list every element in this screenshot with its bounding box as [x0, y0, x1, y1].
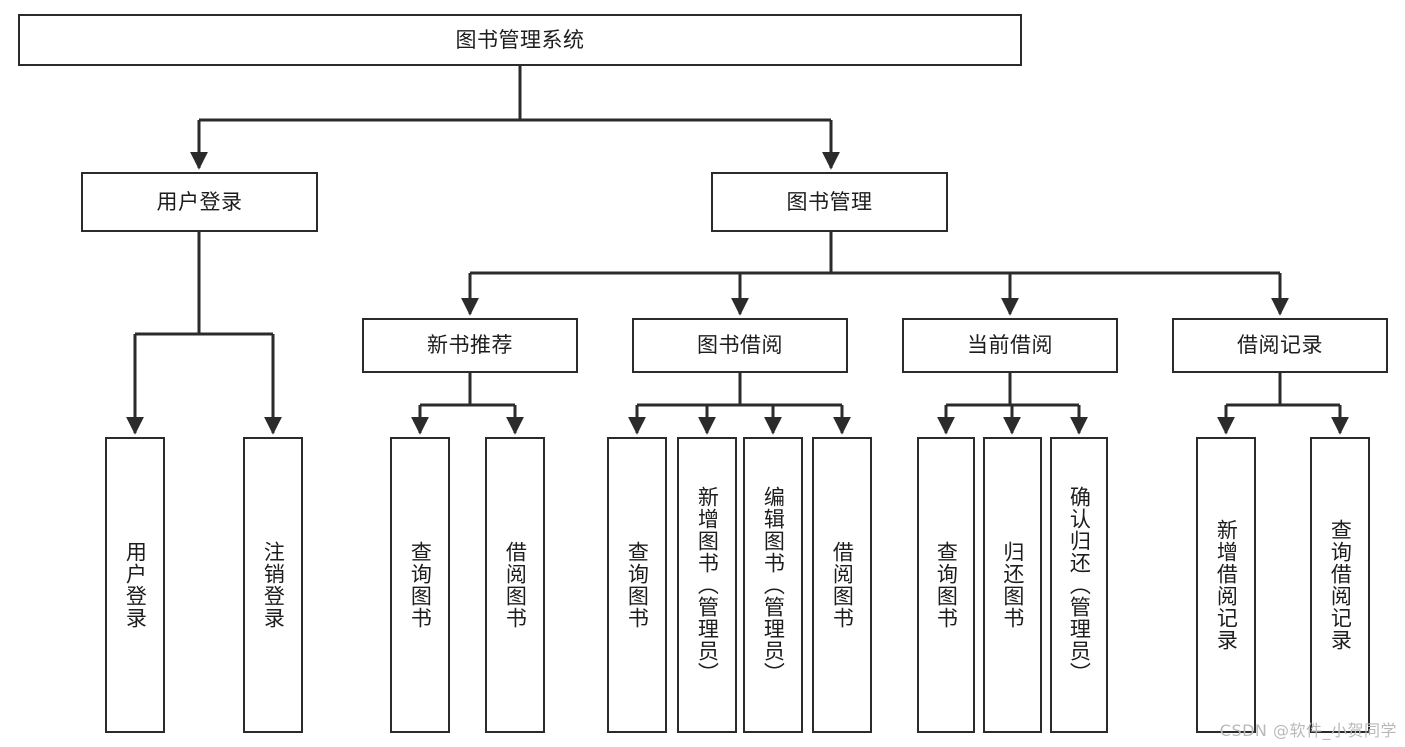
leaf-borrow-book-recommend[interactable]: 借阅图书: [485, 437, 545, 733]
node-root-label: 图书管理系统: [455, 27, 585, 52]
node-borrow-record[interactable]: 借阅记录: [1172, 318, 1388, 373]
leaf-edit-book-admin-label: 编辑图书（管理员）: [761, 486, 786, 684]
node-borrow-record-label: 借阅记录: [1237, 333, 1323, 358]
leaf-query-book-recommend[interactable]: 查询图书: [390, 437, 450, 733]
watermark: CSDN @软件_小贺同学: [1219, 721, 1397, 740]
node-new-book-recommend-label: 新书推荐: [427, 333, 513, 358]
leaf-query-book-borrow[interactable]: 查询图书: [607, 437, 667, 733]
node-new-book-recommend[interactable]: 新书推荐: [362, 318, 578, 373]
leaf-query-book-current[interactable]: 查询图书: [917, 437, 975, 733]
node-current-borrow-label: 当前借阅: [967, 333, 1053, 358]
leaf-logout[interactable]: 注销登录: [243, 437, 303, 733]
leaf-logout-label: 注销登录: [261, 541, 286, 629]
node-book-borrow-label: 图书借阅: [697, 333, 783, 358]
leaf-query-borrow-record-label: 查询借阅记录: [1328, 519, 1353, 651]
leaf-confirm-return-admin-label: 确认归还（管理员）: [1067, 486, 1092, 684]
leaf-borrow-book[interactable]: 借阅图书: [812, 437, 872, 733]
node-user-login[interactable]: 用户登录: [81, 172, 318, 232]
leaf-add-book-admin[interactable]: 新增图书（管理员）: [677, 437, 737, 733]
leaf-edit-book-admin[interactable]: 编辑图书（管理员）: [743, 437, 803, 733]
leaf-add-book-admin-label: 新增图书（管理员）: [695, 486, 720, 684]
leaf-add-borrow-record-label: 新增借阅记录: [1214, 519, 1239, 651]
node-book-management[interactable]: 图书管理: [711, 172, 948, 232]
leaf-query-borrow-record[interactable]: 查询借阅记录: [1310, 437, 1370, 733]
leaf-user-login[interactable]: 用户登录: [105, 437, 165, 733]
leaf-borrow-book-label: 借阅图书: [830, 541, 855, 629]
node-root[interactable]: 图书管理系统: [18, 14, 1022, 66]
leaf-user-login-label: 用户登录: [123, 541, 148, 629]
leaf-query-book-current-label: 查询图书: [934, 541, 959, 629]
leaf-query-book-recommend-label: 查询图书: [408, 541, 433, 629]
node-book-management-label: 图书管理: [786, 189, 873, 214]
leaf-confirm-return-admin[interactable]: 确认归还（管理员）: [1050, 437, 1108, 733]
leaf-query-book-borrow-label: 查询图书: [625, 541, 650, 629]
node-user-login-label: 用户登录: [156, 189, 243, 214]
node-book-borrow[interactable]: 图书借阅: [632, 318, 848, 373]
leaf-add-borrow-record[interactable]: 新增借阅记录: [1196, 437, 1256, 733]
node-current-borrow[interactable]: 当前借阅: [902, 318, 1118, 373]
leaf-return-book[interactable]: 归还图书: [983, 437, 1042, 733]
leaf-return-book-label: 归还图书: [1000, 541, 1025, 629]
leaf-borrow-book-recommend-label: 借阅图书: [503, 541, 528, 629]
